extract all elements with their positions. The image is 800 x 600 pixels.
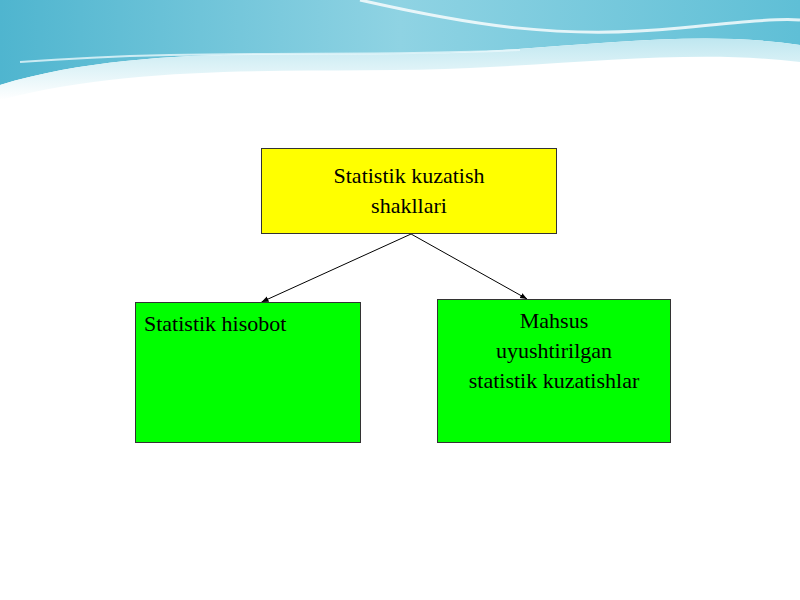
wave-shadow — [0, 39, 800, 100]
wave-highlight — [360, 0, 800, 32]
form-box: Statistik hisobot — [135, 302, 361, 443]
wave-highlight — [20, 50, 520, 62]
node-label: Statistik kuzatish shakllari — [315, 161, 503, 221]
arrow-connector — [262, 234, 412, 302]
node-label: Mahsus uyushtirilgan statistik kuzatishl… — [465, 306, 643, 396]
form-box: Mahsus uyushtirilgan statistik kuzatishl… — [437, 299, 671, 443]
category-box: Statistik kuzatish shakllari — [261, 148, 557, 234]
arrow-connector — [411, 234, 527, 299]
node-label: Statistik hisobot — [144, 309, 352, 339]
